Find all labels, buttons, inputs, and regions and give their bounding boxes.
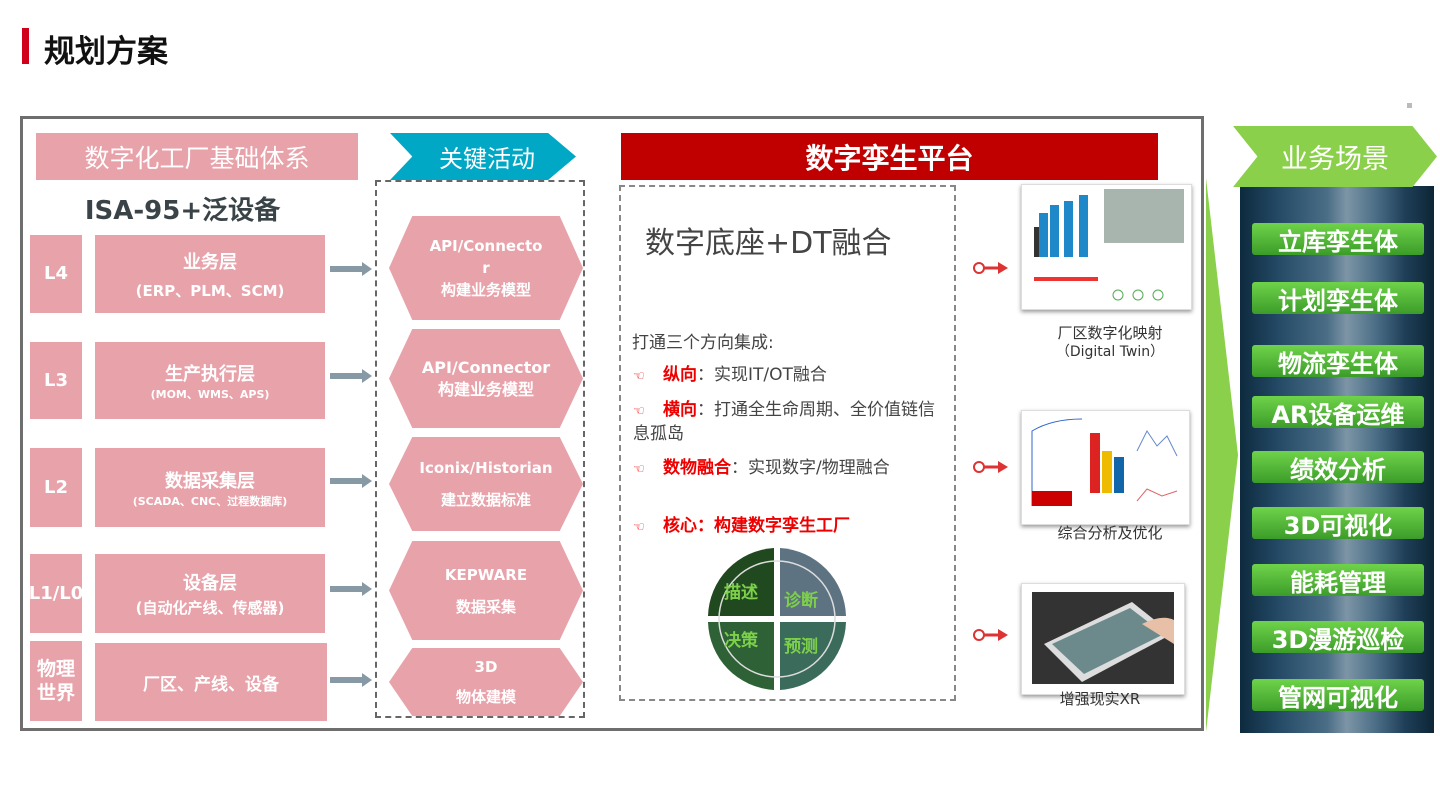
red-arrow-icon xyxy=(973,262,1008,274)
scenario-item: 物流孪生体 xyxy=(1252,345,1424,378)
level-box: 设备层 (自动化产线、传感器) xyxy=(95,554,325,633)
red-arrow-icon xyxy=(973,461,1008,473)
arrow-right-icon xyxy=(330,369,372,383)
level-code: L1/L0 xyxy=(29,554,83,633)
activity-hexagon: Iconix/Historian 建立数据标准 xyxy=(389,437,583,531)
arrow-right-icon xyxy=(330,582,372,596)
activity-tool: 3D xyxy=(474,658,498,676)
level-detail: (MOM、WMS、APS) xyxy=(150,387,270,401)
level-code: L4 xyxy=(30,235,82,313)
level-detail: (SCADA、CNC、过程数据库) xyxy=(132,494,288,508)
isa-subtitle: ISA-95+泛设备 xyxy=(84,196,281,226)
output-caption: 综合分析及优化 xyxy=(1057,524,1163,542)
point-key: 核心：构建数字孪生工厂 xyxy=(663,516,850,536)
cycle-describe: 描述 xyxy=(724,582,758,603)
scenarios-header: 业务场景 xyxy=(1233,126,1437,187)
red-arrow-icon xyxy=(973,629,1008,641)
scenario-item: 能耗管理 xyxy=(1252,564,1424,597)
scenario-item: 3D漫游巡检 xyxy=(1252,621,1424,654)
activity-hexagon: 3D 物体建模 xyxy=(389,648,583,716)
level-name: 生产执行层 xyxy=(165,363,255,385)
platform-header: 数字孪生平台 xyxy=(621,133,1158,180)
activity-action: 构建业务模型 xyxy=(440,281,531,299)
cycle-predict: 预测 xyxy=(784,636,818,657)
activity-action: 建立数据标准 xyxy=(440,491,531,509)
arrow-right-icon xyxy=(330,673,372,687)
level-box: 生产执行层 (MOM、WMS、APS) xyxy=(95,342,325,419)
scenario-item: 立库孪生体 xyxy=(1252,223,1424,256)
activity-tool: KEPWARE xyxy=(444,565,528,584)
level-code: L3 xyxy=(30,342,82,419)
output-sub: （Digital Twin） xyxy=(1055,344,1165,360)
output-caption: 增强现实XR xyxy=(1059,690,1141,708)
scenario-item: 绩效分析 xyxy=(1252,451,1424,484)
pointing-hand-icon: ☜ xyxy=(633,369,645,384)
scenario-item: 3D可视化 xyxy=(1252,507,1424,540)
scenario-item: AR设备运维 xyxy=(1252,396,1424,429)
platform-container xyxy=(619,185,956,701)
foundation-header: 数字化工厂基础体系 xyxy=(36,133,358,180)
cycle-diagnose: 诊断 xyxy=(784,590,818,611)
activities-header: 关键活动 xyxy=(390,133,576,180)
point-key: 横向 xyxy=(663,400,697,420)
point-key: 数物融合 xyxy=(663,458,731,478)
output-label: 厂区数字化映射 xyxy=(1057,324,1163,342)
point-text: ：实现IT/OT融合 xyxy=(697,365,827,385)
level-name: 数据采集层 xyxy=(165,470,255,492)
activities-container xyxy=(375,180,585,718)
level-name: 厂区、产线、设备 xyxy=(143,674,279,695)
level-name: 业务层 xyxy=(183,251,237,273)
integration-point: ☜ 纵向：实现IT/OT融合 xyxy=(633,364,943,388)
output-caption: 厂区数字化映射 （Digital Twin） xyxy=(1030,324,1190,362)
level-box: 业务层 (ERP、PLM、SCM) xyxy=(95,235,325,313)
digital-twin-dashboard-image xyxy=(1021,184,1192,310)
level-code: 物理世界 xyxy=(30,641,82,721)
arrow-right-icon xyxy=(330,474,372,488)
main-frame xyxy=(20,116,1204,731)
pointing-hand-icon: ☜ xyxy=(633,404,645,419)
point-text: ：实现数字/物理融合 xyxy=(731,458,890,478)
pointing-hand-icon: ☜ xyxy=(633,520,645,535)
level-name: 设备层 xyxy=(183,573,237,594)
level-box: 厂区、产线、设备 xyxy=(95,643,327,721)
integration-point: ☜ 横向：打通全生命周期、全价值链信息孤岛 xyxy=(633,399,943,445)
integration-point: ☜ 核心：构建数字孪生工厂 xyxy=(633,515,943,539)
xr-tablet-image xyxy=(1021,583,1185,695)
activity-tool: Iconix/Historian xyxy=(419,459,553,477)
platform-heading: 数字底座+DT融合 xyxy=(645,226,892,261)
level-detail: (ERP、PLM、SCM) xyxy=(135,281,285,300)
cycle-decide: 决策 xyxy=(724,630,759,651)
arrow-right-icon xyxy=(330,262,372,276)
title-accent-bar xyxy=(22,28,29,64)
point-text: ：打通全生命周期、全价值链信息孤岛 xyxy=(633,400,935,444)
scenario-item: 计划孪生体 xyxy=(1252,282,1424,315)
dot-decoration xyxy=(1407,103,1412,108)
integration-point: ☜ 数物融合：实现数字/物理融合 xyxy=(633,457,943,481)
activity-tool: API/Connector xyxy=(421,357,551,377)
activity-tool: API/Connecto r xyxy=(429,237,543,277)
page-title: 规划方案 xyxy=(44,34,168,70)
point-key: 纵向 xyxy=(663,365,697,385)
activity-hexagon: API/Connecto r 构建业务模型 xyxy=(389,216,583,320)
level-detail: (自动化产线、传感器) xyxy=(135,599,285,617)
level-box: 数据采集层 (SCADA、CNC、过程数据库) xyxy=(95,448,325,527)
convergence-arrow xyxy=(1206,178,1238,732)
activity-action: 数据采集 xyxy=(455,597,516,616)
analysis-charts-image xyxy=(1021,410,1190,525)
activity-hexagon: KEPWARE 数据采集 xyxy=(389,541,583,640)
analytics-cycle-diagram: 描述 诊断 决策 预测 xyxy=(708,548,846,690)
pointing-hand-icon: ☜ xyxy=(633,462,645,477)
activity-action: 物体建模 xyxy=(455,688,516,706)
integration-intro: 打通三个方向集成: xyxy=(632,333,774,353)
scenario-item: 管网可视化 xyxy=(1252,679,1424,712)
level-code: L2 xyxy=(30,448,82,527)
activity-action: 构建业务模型 xyxy=(437,379,534,399)
